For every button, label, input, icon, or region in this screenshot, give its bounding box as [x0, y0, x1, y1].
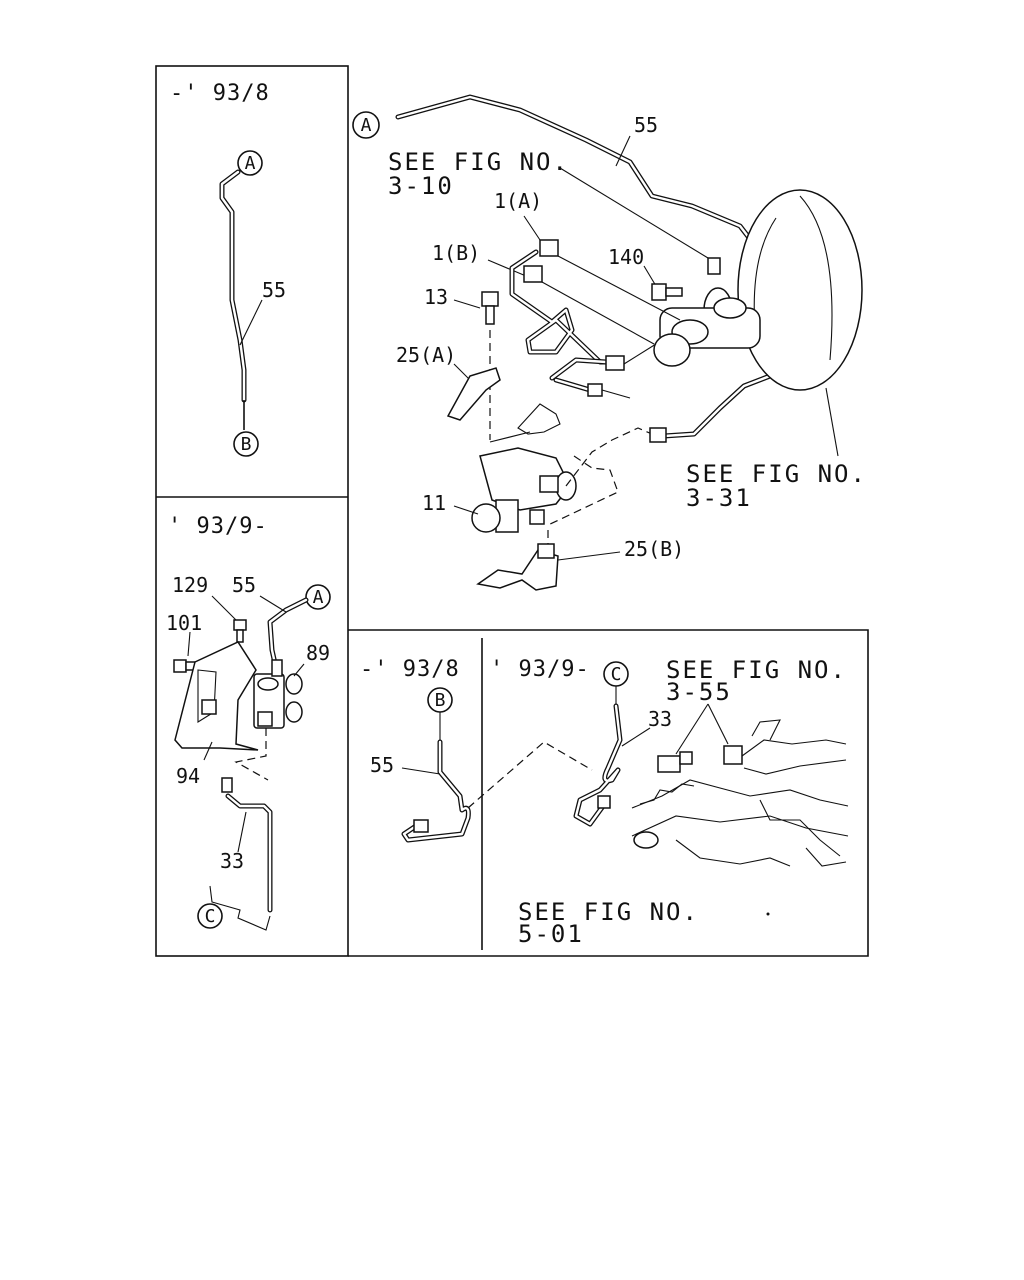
svg-text:A: A — [361, 115, 372, 136]
ref-fig-3-55: SEE FIG NO. 3-55 — [666, 656, 863, 706]
ref-fig-3-10: SEE FIG NO. 3-10 — [388, 148, 585, 200]
main-diagram: A 55 SEE FIG NO. 3-10 1(A) 1(B) 140 — [352, 94, 883, 591]
ref-fig-5-01: SEE FIG NO. 5-01 — [518, 898, 715, 948]
panel-bottom-mid: -' 93/8 B 55 — [360, 657, 593, 843]
part-label-33: 33 — [220, 849, 244, 873]
panel-mid-left-title: ' 93/9- — [168, 514, 268, 539]
panel-mid-left: ' 93/9- 129 55 101 89 94 33 A — [166, 514, 331, 931]
svg-text:C: C — [205, 906, 216, 927]
svg-text:B: B — [435, 690, 446, 711]
svg-text:A: A — [313, 587, 324, 608]
part-label-55: 55 — [634, 113, 658, 137]
part-label-11: 11 — [422, 491, 446, 515]
panel-bottom-mid-title: -' 93/8 — [360, 657, 460, 682]
dot-mark — [766, 912, 770, 916]
part-label-13: 13 — [424, 285, 448, 309]
part-label-1b: 1(B) — [432, 241, 480, 265]
ref-fig-3-31: SEE FIG NO. 3-31 — [686, 460, 883, 512]
part-label-55: 55 — [232, 573, 256, 597]
part-label-89: 89 — [306, 641, 330, 665]
panel-top-left-title: -' 93/8 — [170, 81, 270, 106]
connector-b-top-left: B — [233, 431, 259, 457]
part-label-55: 55 — [370, 753, 394, 777]
connector-a-main: A — [352, 111, 380, 139]
part-label-1a: 1(A) — [494, 189, 542, 213]
part-label-94: 94 — [176, 764, 200, 788]
part-label-129: 129 — [172, 573, 208, 597]
panel-bottom-right: ' 93/9- C 33 SEE FIG NO. 3-55 — [490, 656, 863, 948]
panel-top-left: -' 93/8 A B 55 — [170, 81, 286, 457]
part-label-33: 33 — [648, 707, 672, 731]
panel-frames — [155, 65, 869, 957]
connector-a-top-left: A — [237, 150, 263, 176]
svg-text:A: A — [245, 153, 256, 174]
part-label-55: 55 — [262, 278, 286, 302]
part-label-140: 140 — [608, 245, 644, 269]
svg-text:C: C — [611, 664, 622, 685]
connector-c-bottom-right: C — [603, 661, 629, 687]
svg-text:B: B — [241, 434, 252, 455]
part-label-25b: 25(B) — [624, 537, 684, 561]
part-label-25a: 25(A) — [396, 343, 456, 367]
connector-a-mid-left: A — [305, 584, 331, 610]
connector-b-bottom-mid: B — [427, 687, 453, 713]
panel-bottom-right-title: ' 93/9- — [490, 657, 590, 682]
connector-c-mid-left: C — [197, 903, 223, 929]
part-label-101: 101 — [166, 611, 202, 635]
